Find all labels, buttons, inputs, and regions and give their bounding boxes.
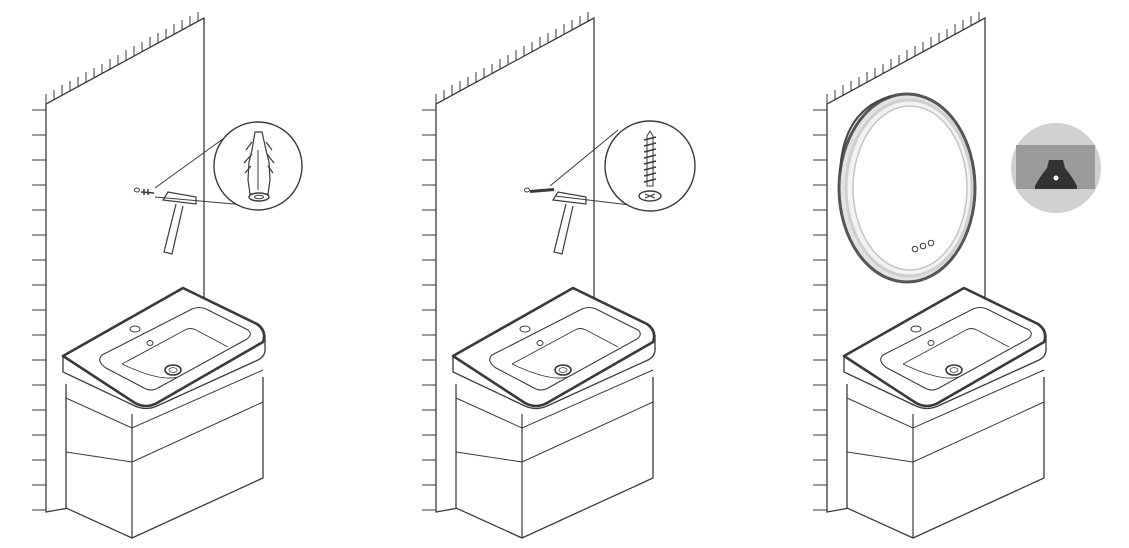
touch-buttons	[911, 239, 935, 253]
hanging-bracket-detail	[1011, 123, 1101, 213]
step-2-panel	[421, 11, 696, 540]
wall-anchor-small	[134, 187, 155, 195]
step-3-panel	[812, 11, 1101, 540]
screw-small	[524, 187, 555, 193]
round-led-mirror	[837, 92, 977, 284]
step-1-panel	[31, 11, 303, 540]
zoom-callout-anchor	[154, 121, 303, 211]
zoom-callout-screw	[549, 120, 696, 212]
